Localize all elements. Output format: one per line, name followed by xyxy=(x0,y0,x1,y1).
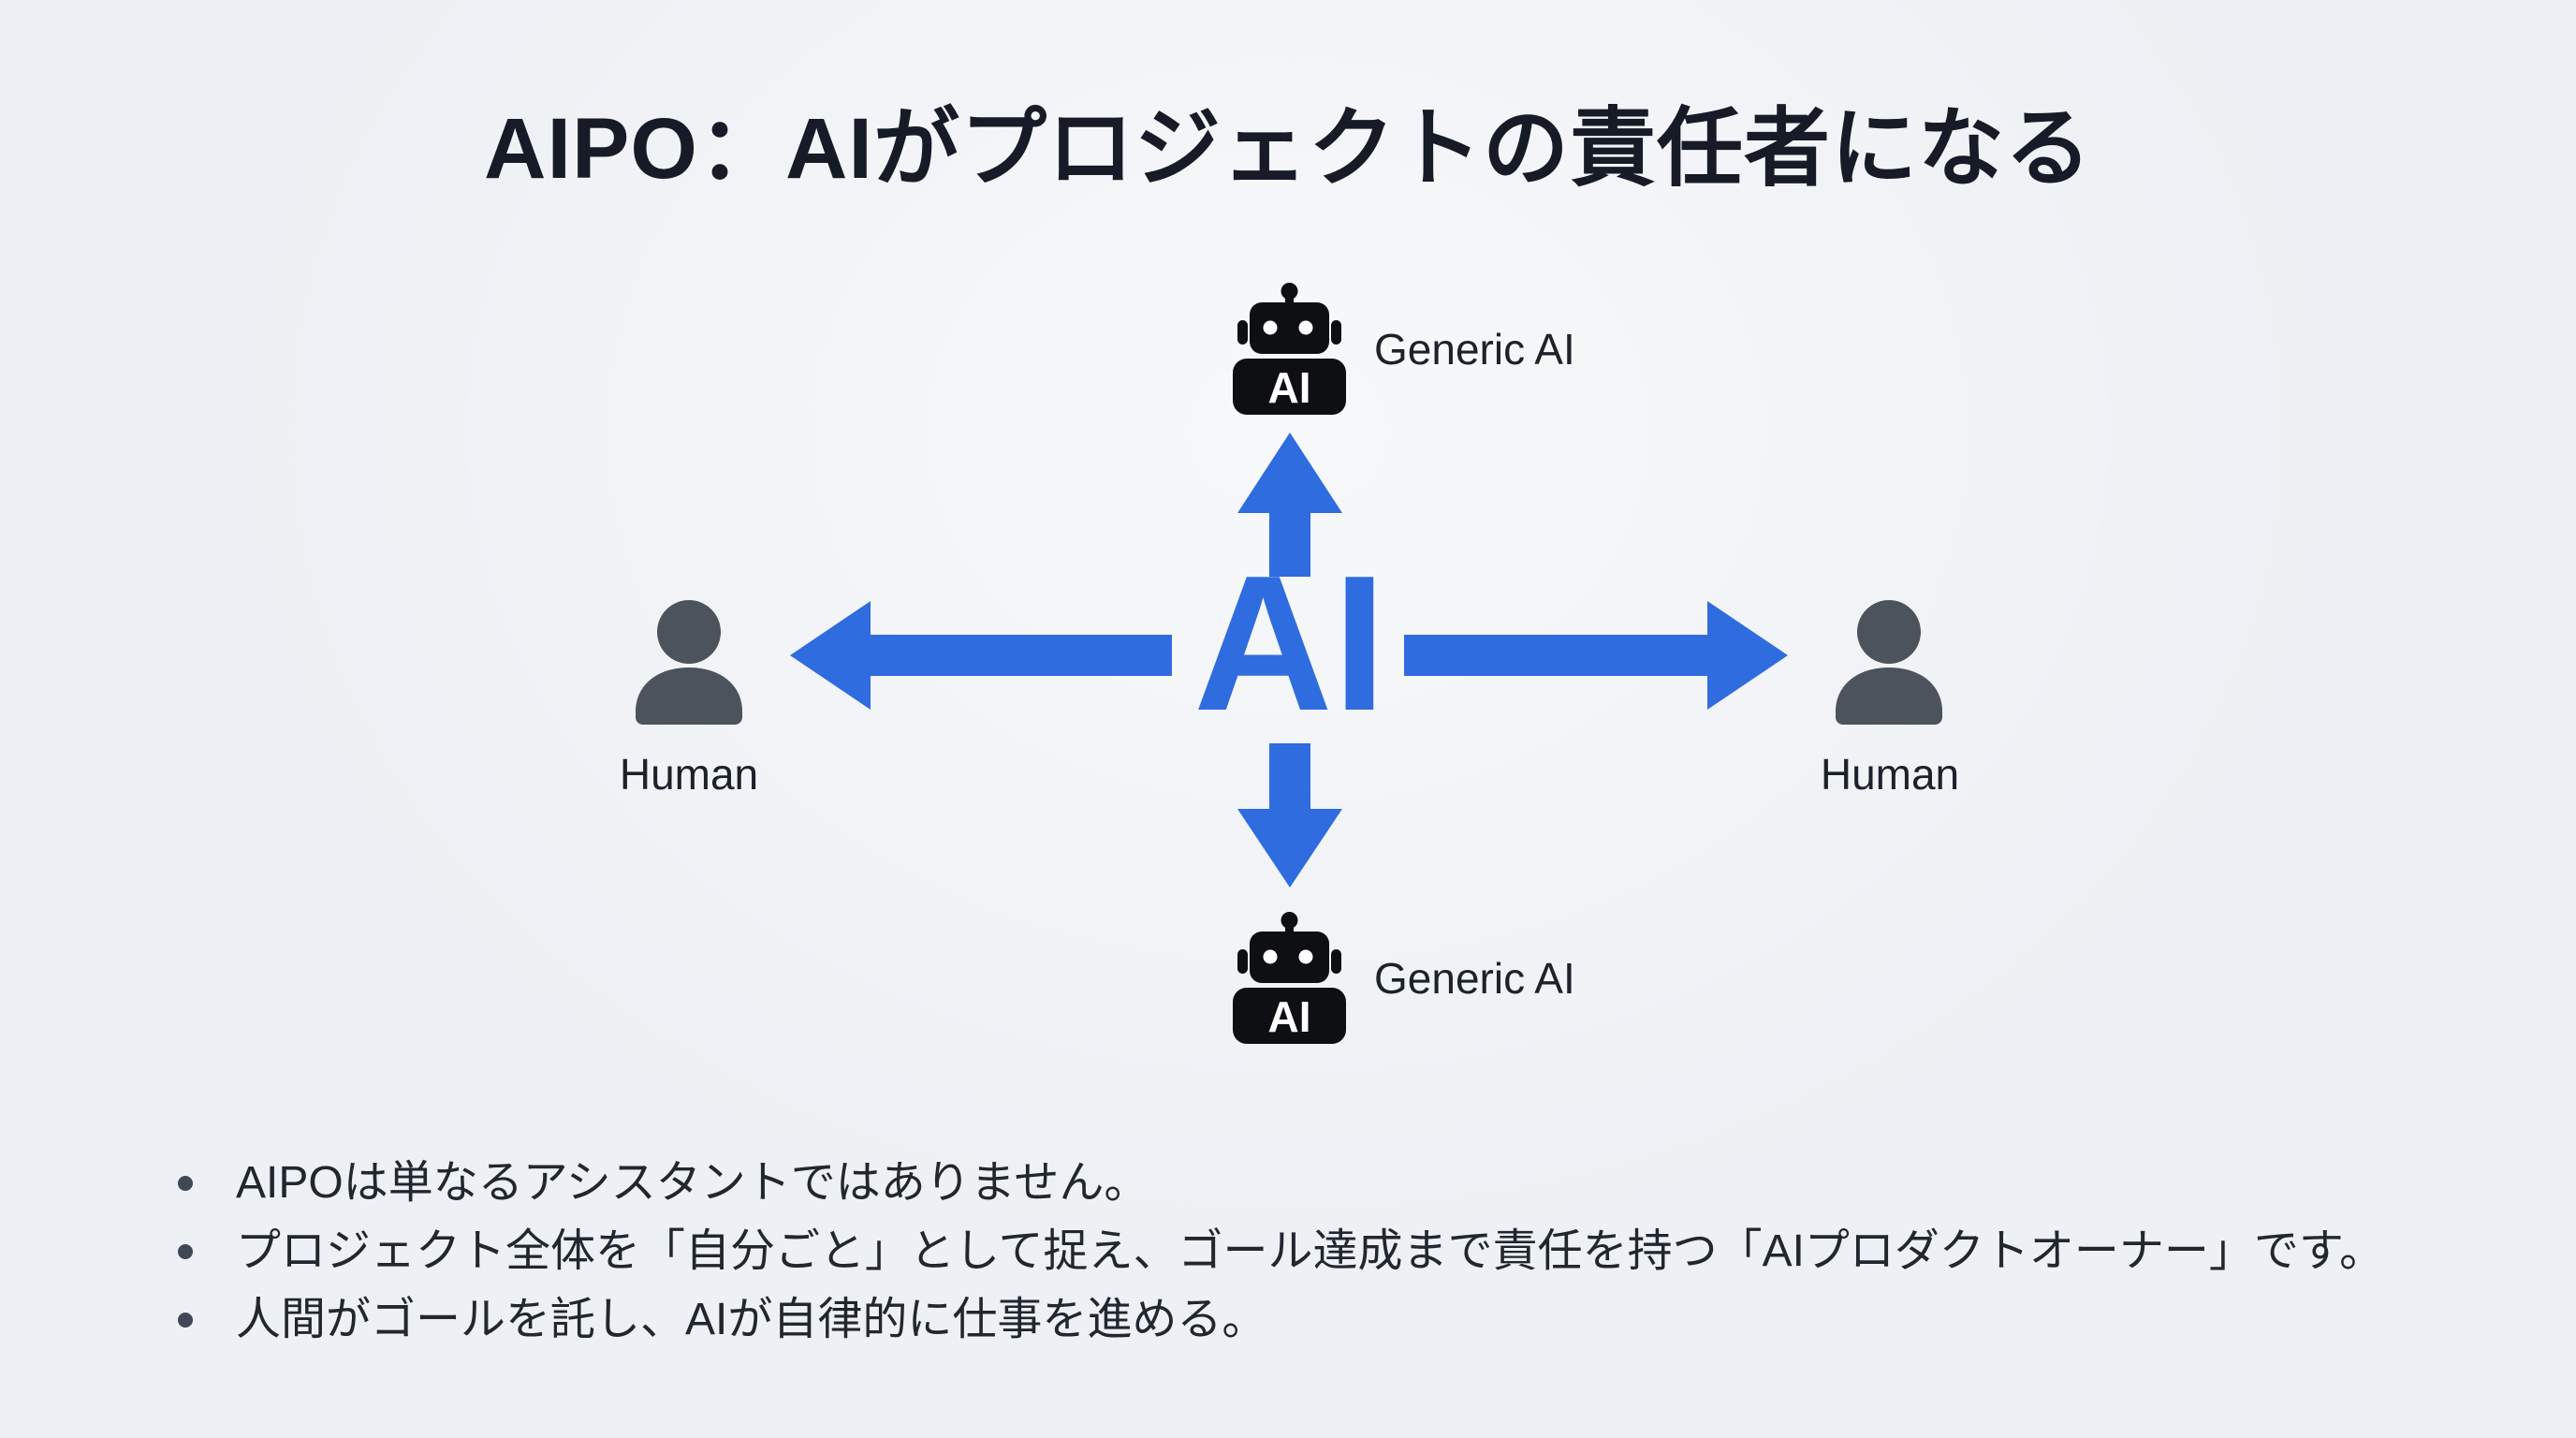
bullet-dot-icon xyxy=(178,1176,193,1191)
robot-badge-label: AI xyxy=(1268,363,1311,412)
robot-icon: AI xyxy=(1233,912,1346,1044)
bullet-text: AIPOは単なるアシスタントではありません。 xyxy=(236,1158,1149,1208)
arrow-down-icon xyxy=(1237,743,1342,888)
bullet-item: AIPOは単なるアシスタントではありません。 xyxy=(178,1161,2384,1206)
node-label-generic-ai-bottom: Generic AI xyxy=(1374,954,1575,1003)
node-label-human-left: Human xyxy=(619,750,759,799)
bullet-text: 人間がゴールを託し、AIが自律的に仕事を進める。 xyxy=(236,1295,1267,1344)
bullet-item: 人間がゴールを託し、AIが自律的に仕事を進める。 xyxy=(178,1298,2384,1343)
robot-badge-label: AI xyxy=(1268,992,1311,1041)
ai-center-label: AI xyxy=(1193,536,1386,751)
bullet-text: プロジェクト全体を「自分ごと」として捉え、ゴール達成まで責任を持つ「AIプロダク… xyxy=(236,1226,2385,1276)
arrow-left-icon xyxy=(790,601,1172,710)
person-icon xyxy=(636,600,742,725)
node-label-generic-ai-top: Generic AI xyxy=(1374,325,1575,374)
robot-icon: AI xyxy=(1233,283,1346,415)
node-label-human-right: Human xyxy=(1820,750,1960,799)
arrow-right-icon xyxy=(1404,601,1788,710)
page-title: AIPO：AIがプロジェクトの責任者になる xyxy=(484,101,2092,197)
bullet-list: AIPOは単なるアシスタントではありません。 プロジェクト全体を「自分ごと」とし… xyxy=(178,1161,2384,1343)
person-icon xyxy=(1836,600,1942,725)
bullet-dot-icon xyxy=(178,1244,193,1259)
bullet-item: プロジェクト全体を「自分ごと」として捉え、ゴール達成まで責任を持つ「AIプロダク… xyxy=(178,1229,2384,1274)
bullet-dot-icon xyxy=(178,1313,193,1328)
